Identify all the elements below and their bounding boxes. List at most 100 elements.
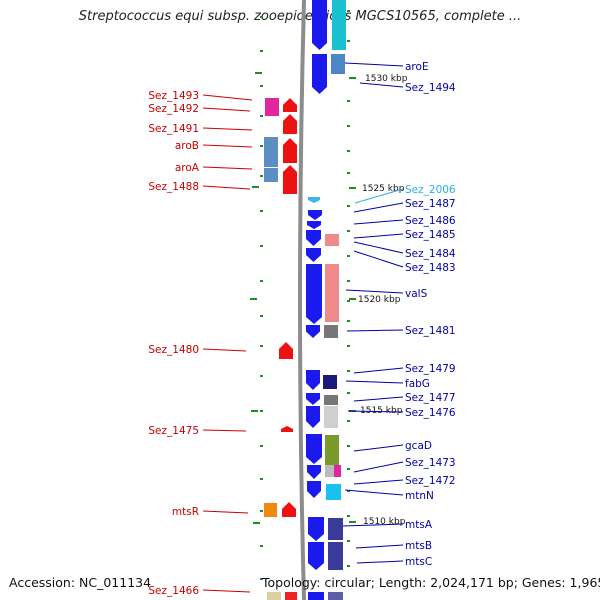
scale-tick-right-major <box>349 77 356 79</box>
forward-gene-arrow <box>312 0 327 50</box>
cog-box <box>328 542 343 570</box>
scale-tick-left <box>260 85 263 87</box>
scale-tick-right-major <box>349 521 356 523</box>
right-leader-line <box>353 461 404 473</box>
right-leader-line <box>353 241 404 254</box>
scale-tick-left <box>260 545 263 547</box>
scale-tick-left <box>260 175 263 177</box>
right-leader-line <box>344 489 404 496</box>
forward-gene-arrow <box>306 370 320 390</box>
right-leader-line <box>353 219 404 225</box>
forward-gene-arrow <box>306 230 321 246</box>
right-gene-label: Sez_1479 <box>405 363 456 375</box>
cog-box <box>334 465 341 477</box>
right-leader-line <box>353 367 404 374</box>
scale-tick-right <box>347 445 350 447</box>
cog-box <box>324 395 338 405</box>
right-gene-label: Sez_1494 <box>405 82 456 94</box>
scale-tick-right <box>347 40 350 42</box>
right-gene-label: Sez_1487 <box>405 198 456 210</box>
scale-tick-right <box>347 100 350 102</box>
right-gene-label: gcaD <box>405 440 432 452</box>
right-gene-label: Sez_1472 <box>405 475 456 487</box>
forward-gene-arrow <box>306 264 322 324</box>
scale-tick-right <box>347 205 350 207</box>
right-leader-line <box>353 479 404 485</box>
scale-tick-right <box>347 172 350 174</box>
cog-box <box>323 375 337 389</box>
right-leader-line <box>353 444 404 452</box>
right-gene-label: Sez_1481 <box>405 325 456 337</box>
scale-label: 1525 kbp <box>362 184 405 194</box>
left-leader-line <box>202 166 253 170</box>
scale-tick-left <box>260 16 263 18</box>
right-leader-line <box>356 560 404 564</box>
right-leader-line <box>359 82 404 88</box>
right-leader-line <box>345 380 404 384</box>
map-title: Streptococcus equi subsp. zooepidemicus … <box>78 9 522 24</box>
scale-tick-left <box>260 478 263 480</box>
left-leader-line <box>202 348 247 352</box>
scale-tick-left <box>260 345 263 347</box>
cog-box <box>331 54 345 74</box>
scale-tick-left <box>260 245 263 247</box>
cog-box <box>325 234 339 246</box>
scale-tick-right <box>347 125 350 127</box>
cog-box <box>264 137 278 167</box>
scale-label: 1530 kbp <box>365 74 408 84</box>
scale-tick-left <box>260 410 263 412</box>
forward-gene-arrow <box>312 54 327 94</box>
scale-tick-right <box>347 255 350 257</box>
right-leader-line <box>353 202 404 213</box>
forward-gene-arrow <box>307 481 321 498</box>
scale-tick-left <box>260 315 263 317</box>
cog-box <box>264 168 278 182</box>
right-leader-line <box>354 188 404 204</box>
scale-label: 1510 kbp <box>363 517 406 527</box>
right-leader-line <box>346 329 404 332</box>
right-gene-label: valS <box>405 288 428 300</box>
left-leader-line <box>202 429 247 432</box>
left-gene-label: aroB <box>175 140 199 152</box>
left-gene-label: Sez_1475 <box>148 425 199 437</box>
scale-label: 1515 kbp <box>360 406 403 416</box>
cog-box <box>325 435 339 465</box>
cog-box <box>267 592 281 600</box>
reverse-gene-arrow <box>283 138 297 163</box>
forward-gene-arrow <box>306 325 320 338</box>
reverse-gene-box <box>285 592 297 600</box>
scale-tick-right <box>347 392 350 394</box>
forward-gene-arrow <box>306 434 322 464</box>
scale-tick-right <box>347 565 350 567</box>
reverse-gene-arrow <box>283 165 297 191</box>
right-leader-line <box>353 250 404 268</box>
scale-tick-left <box>260 115 263 117</box>
left-gene-label: Sez_1466 <box>148 585 199 597</box>
scale-tick-left-major <box>253 522 260 524</box>
right-leader-line <box>342 523 404 527</box>
scale-tick-right <box>347 370 350 372</box>
right-gene-label: aroE <box>405 61 429 73</box>
scale-tick-right <box>347 540 350 542</box>
right-gene-label: Sez_1476 <box>405 407 456 419</box>
scale-tick-left <box>260 445 263 447</box>
right-gene-label: Sez_1485 <box>405 229 456 241</box>
scale-tick-right <box>347 468 350 470</box>
forward-gene-box <box>308 592 324 600</box>
left-gene-label: Sez_1488 <box>148 181 199 193</box>
left-leader-line <box>202 589 251 593</box>
scale-tick-right <box>347 320 350 322</box>
reverse-gene-arrow <box>283 114 297 134</box>
scale-tick-right <box>347 345 350 347</box>
reverse-gene-arrow <box>283 186 297 194</box>
forward-gene-arrow <box>308 210 322 220</box>
right-gene-label: mtsC <box>405 556 432 568</box>
left-gene-label: mtsR <box>172 506 199 518</box>
cog-box <box>265 98 279 116</box>
right-gene-label: Sez_1483 <box>405 262 456 274</box>
left-gene-label: Sez_1480 <box>148 344 199 356</box>
forward-gene-arrow <box>306 248 321 262</box>
scale-tick-right-major <box>349 187 356 189</box>
